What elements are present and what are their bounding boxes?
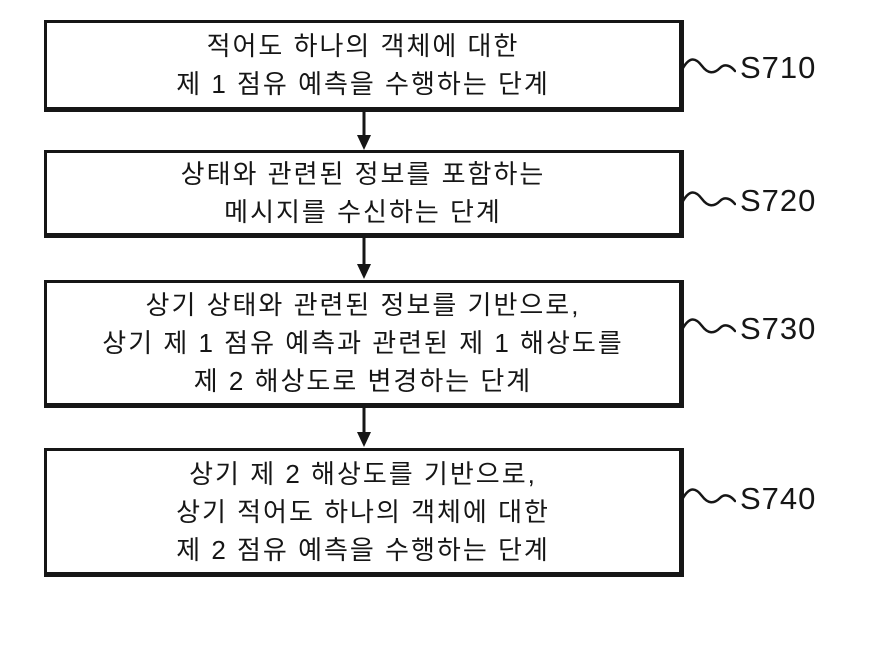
- step-text-line: 상태와 관련된 정보를 포함하는: [180, 159, 546, 189]
- step-label-s720: S720: [740, 183, 817, 218]
- arrow-head-icon: [357, 135, 371, 150]
- label-connector-squiggle: [682, 191, 736, 207]
- arrow-shaft: [362, 238, 366, 265]
- step-text-line: 상기 제 2 해상도를 기반으로,: [189, 458, 537, 489]
- step-label-s710: S710: [740, 50, 817, 85]
- step-text-line: 상기 적어도 하나의 객체에 대한: [176, 496, 550, 527]
- step-text-line: 메시지를 수신하는 단계: [224, 197, 502, 227]
- arrow-shaft: [362, 112, 366, 136]
- step-box-s730: 상기 상태와 관련된 정보를 기반으로, 상기 제 1 점유 예측과 관련된 제…: [44, 280, 684, 408]
- step-text-line: 상기 제 1 점유 예측과 관련된 제 1 해상도를: [102, 328, 624, 358]
- label-connector-squiggle: [682, 488, 736, 504]
- flow-arrow-down: [350, 112, 378, 150]
- step-text-line: 제 1 점유 예측을 수행하는 단계: [176, 69, 550, 99]
- step-label-s730: S730: [740, 311, 817, 346]
- step-box-s720: 상태와 관련된 정보를 포함하는 메시지를 수신하는 단계: [44, 150, 684, 238]
- step-box-s740: 상기 제 2 해상도를 기반으로, 상기 적어도 하나의 객체에 대한 제 2 …: [44, 448, 684, 577]
- step-text-line: 적어도 하나의 객체에 대한: [206, 31, 520, 61]
- step-text-line: 제 2 점유 예측을 수행하는 단계: [176, 534, 550, 565]
- arrow-shaft: [362, 408, 366, 433]
- step-text-line: 제 2 해상도로 변경하는 단계: [193, 366, 533, 396]
- label-connector-squiggle: [682, 318, 736, 334]
- flow-arrow-down: [350, 408, 378, 448]
- step-box-s710: 적어도 하나의 객체에 대한 제 1 점유 예측을 수행하는 단계: [44, 20, 684, 112]
- step-label-s740: S740: [740, 481, 817, 516]
- arrow-head-icon: [357, 264, 371, 279]
- step-text-line: 상기 상태와 관련된 정보를 기반으로,: [145, 290, 581, 320]
- flow-arrow-down: [350, 238, 378, 280]
- arrow-head-icon: [357, 432, 371, 447]
- label-connector-squiggle: [682, 58, 736, 74]
